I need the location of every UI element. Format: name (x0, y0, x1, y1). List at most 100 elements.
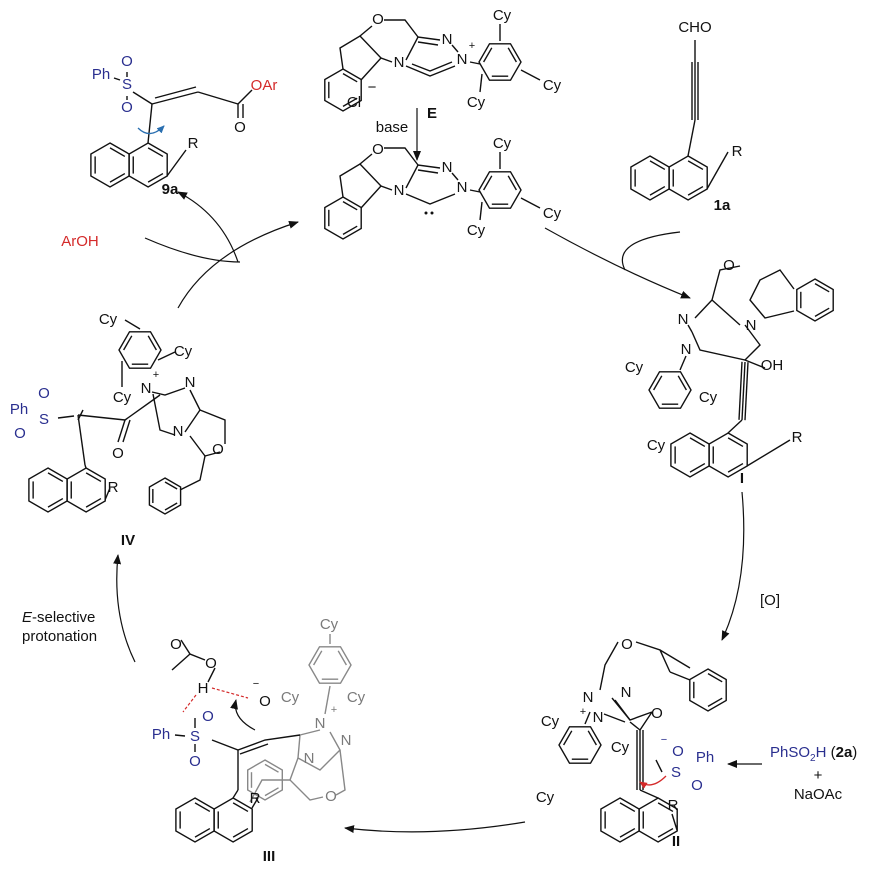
bond (132, 91, 153, 105)
bond (152, 393, 176, 436)
atom-s: S (39, 411, 49, 428)
bond (659, 649, 691, 669)
double-bond (483, 47, 493, 63)
ring-bond (796, 278, 834, 322)
double-bond (342, 225, 358, 235)
group-cy: Cy (99, 311, 118, 328)
arrow-I-to-II (721, 491, 745, 641)
atom-o: O (259, 693, 271, 710)
double-bond (85, 497, 102, 508)
arrow-II-to-III (344, 821, 526, 834)
bond (611, 697, 653, 721)
arrow-to-9a (177, 191, 239, 263)
ring-bond (148, 477, 182, 515)
double-bond (164, 502, 178, 511)
atom-r: R (732, 143, 743, 160)
reagent-oxidant: [O] (760, 592, 780, 609)
bond (289, 757, 324, 801)
double-bond (707, 673, 723, 683)
bond (77, 414, 126, 421)
bond (117, 419, 126, 443)
ring-bond (175, 797, 215, 843)
atom-o: O (234, 119, 246, 136)
atom-n: N (394, 54, 405, 71)
bond (380, 57, 393, 63)
atom-n: N (442, 159, 453, 176)
ring-bond (670, 432, 710, 478)
bond (297, 729, 341, 771)
compound-IV: Cy Cy Cy N + N N O Ph O S O O R IV (10, 311, 224, 549)
bond (706, 151, 729, 190)
bond (239, 743, 269, 755)
arrow-carbene-to-I (544, 227, 691, 299)
atom-n: N (141, 380, 152, 397)
bond (197, 91, 239, 105)
atom-n: N (442, 31, 453, 48)
atom-o: O (121, 53, 133, 70)
atom-o: O (212, 441, 224, 458)
double-bond (507, 47, 517, 63)
double-bond (264, 787, 279, 797)
atom-n: N (583, 689, 594, 706)
ring-bond (324, 196, 362, 240)
reagent-aroh: ArOH (61, 233, 99, 250)
bond (211, 734, 301, 751)
atom-n: N (681, 341, 692, 358)
double-bond (687, 160, 704, 171)
ring-bond (689, 668, 727, 712)
ring-bond (558, 726, 602, 764)
bond (339, 163, 382, 209)
bond (746, 439, 791, 467)
double-bond (342, 73, 358, 83)
group-cy: Cy (493, 7, 512, 24)
double-bond (313, 650, 323, 666)
bond (207, 667, 216, 683)
bond (166, 149, 187, 177)
bond (635, 641, 671, 673)
bond (711, 299, 741, 326)
hbond-dashed (182, 687, 249, 713)
atom-s: S (190, 728, 200, 745)
group-cy: Cy (543, 77, 562, 94)
atom-n: N (457, 51, 468, 68)
compound-label-9a: 9a (162, 181, 179, 198)
double-bond (677, 375, 687, 391)
group-cy: Cy (347, 689, 366, 706)
triple-bond (738, 361, 743, 420)
double-bond (109, 172, 126, 183)
bond (744, 359, 766, 369)
ring-bond (128, 142, 168, 188)
ring-bond (66, 467, 106, 513)
atom-o: O (621, 636, 633, 653)
compound-label-1a: 1a (714, 197, 731, 214)
chloride: Cl (347, 94, 361, 111)
bond (199, 409, 226, 444)
double-bond (619, 827, 636, 838)
bond (629, 721, 641, 731)
atom-n: N (315, 715, 326, 732)
bond (411, 61, 453, 72)
group-cy: Cy (493, 135, 512, 152)
compound-I: O N N N OH Cy Cy Cy R I (625, 257, 803, 487)
ring-bond (668, 155, 708, 201)
carbene-lone-pair (424, 211, 428, 215)
atom-o: O (189, 753, 201, 770)
bond (687, 324, 693, 333)
compound-II: O N N N + O Cy Cy Cy − O S O Ph R II (536, 636, 714, 850)
bond (694, 299, 713, 319)
compound-9a: Ph S O O O OAr R 9a (92, 53, 278, 198)
bond (671, 813, 678, 831)
ring-bond (213, 797, 253, 843)
atom-n: N (304, 750, 315, 767)
atom-n: N (173, 423, 184, 440)
charge-plus: + (469, 40, 475, 52)
triple-bond (741, 361, 746, 421)
bond (405, 164, 441, 189)
atom-o: O (121, 99, 133, 116)
double-bond (337, 650, 347, 666)
bond (711, 265, 741, 301)
reagent-naoac: NaOAc (794, 786, 843, 803)
bond (417, 169, 439, 174)
group-cy: Cy (174, 343, 193, 360)
bond (451, 172, 459, 181)
